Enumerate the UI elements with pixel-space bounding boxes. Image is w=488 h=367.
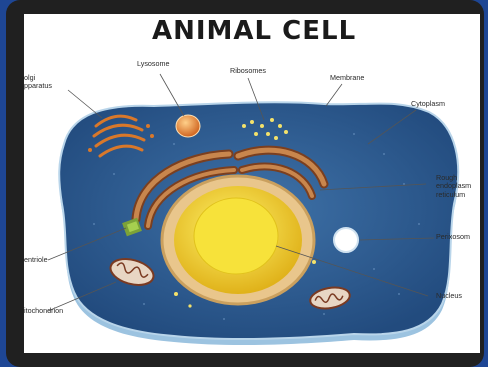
label-rough-er: Rough endoplasm reticulum [436, 174, 471, 199]
diagram-panel: ANIMAL CELL [24, 14, 480, 353]
screen-bezel: ANIMAL CELL [6, 0, 484, 367]
label-golgi-apparatus: olgi pparatus [24, 74, 52, 91]
lysosome [176, 115, 200, 137]
label-cytoplasm: Cytoplasm [411, 100, 445, 108]
label-mitochondrion: itochondrion [24, 307, 63, 315]
nucleolus [194, 198, 278, 274]
label-lysosome: Lysosome [137, 60, 170, 68]
cell-diagram [24, 14, 480, 353]
label-nucleus: Nucleus [436, 292, 462, 300]
perixosome [334, 228, 358, 252]
label-perixosome: Perixosom [436, 233, 470, 241]
label-membrane: Membrane [330, 74, 364, 82]
label-ribosomes: Ribosomes [230, 67, 266, 75]
label-centriole: entriole [24, 256, 48, 264]
